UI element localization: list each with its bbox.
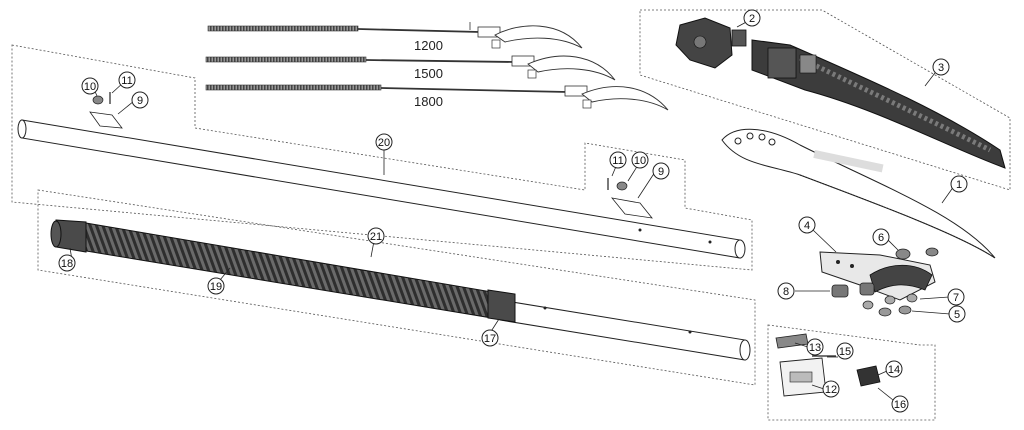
svg-text:14: 14 — [888, 364, 900, 376]
svg-text:3: 3 — [938, 62, 944, 74]
length-label-1500: 1500 — [414, 66, 443, 81]
svg-text:13: 13 — [809, 342, 821, 354]
callout-5: 5 — [948, 305, 966, 323]
svg-text:17: 17 — [484, 333, 496, 345]
callout-9-right: 9 — [652, 162, 670, 180]
callout-2: 2 — [743, 9, 761, 27]
callout-19: 19 — [207, 277, 225, 295]
callout-21: 21 — [367, 227, 385, 245]
end-cap-part-18 — [50, 219, 87, 253]
housing-part-12 — [779, 357, 827, 397]
svg-text:18: 18 — [61, 258, 73, 270]
callout-14: 14 — [885, 360, 903, 378]
screw-part-5 — [878, 305, 912, 317]
length-label-1200: 1200 — [414, 38, 443, 53]
svg-text:21: 21 — [370, 231, 382, 243]
callout-11-right: 11 — [609, 151, 627, 169]
callout-7: 7 — [947, 288, 965, 306]
svg-text:1: 1 — [956, 179, 962, 191]
nut-part-6 — [895, 247, 939, 260]
callout-8: 8 — [777, 282, 795, 300]
svg-text:6: 6 — [878, 232, 884, 244]
pole-variant-1500 — [205, 55, 616, 81]
callout-3: 3 — [932, 58, 950, 76]
grip-part-19 — [79, 221, 493, 319]
svg-text:19: 19 — [210, 281, 222, 293]
svg-text:10: 10 — [634, 155, 646, 167]
pole-variant-1800 — [205, 84, 669, 111]
saw-head-bracket-part-4 — [819, 251, 936, 301]
callout-10-right: 10 — [631, 151, 649, 169]
callout-20: 20 — [375, 133, 393, 151]
nut-part-10-right — [616, 181, 628, 191]
svg-text:4: 4 — [804, 220, 810, 232]
callout-15: 15 — [836, 342, 854, 360]
nut-part-10-left — [92, 95, 104, 105]
callout-18: 18 — [58, 254, 76, 272]
svg-text:8: 8 — [783, 286, 789, 298]
saw-blade-part-1 — [721, 128, 996, 259]
holster-clip-part-2 — [675, 17, 747, 69]
svg-text:20: 20 — [378, 137, 390, 149]
bracket-part-9-left — [89, 111, 123, 129]
callout-11-left: 11 — [118, 71, 136, 89]
callout-13: 13 — [806, 338, 824, 356]
lower-pole-part-21 — [499, 299, 751, 361]
svg-text:15: 15 — [839, 346, 851, 358]
svg-text:10: 10 — [84, 81, 96, 93]
group-boundary-head-parts — [767, 324, 936, 421]
svg-text:9: 9 — [658, 166, 664, 178]
sheath-part-3 — [751, 39, 1006, 169]
upper-pole-part-20 — [17, 119, 746, 259]
svg-text:11: 11 — [612, 155, 623, 167]
callout-10-left: 10 — [81, 77, 99, 95]
group-boundary-upper-pole — [11, 44, 753, 271]
svg-text:12: 12 — [825, 384, 837, 396]
callout-9-left: 9 — [131, 91, 149, 109]
svg-text:9: 9 — [137, 95, 143, 107]
leader-lines — [69, 18, 955, 401]
bracket-part-9-right — [611, 197, 653, 219]
svg-text:16: 16 — [894, 399, 906, 411]
svg-text:7: 7 — [953, 292, 959, 304]
svg-text:5: 5 — [954, 309, 960, 321]
svg-text:2: 2 — [749, 13, 755, 25]
callout-17: 17 — [481, 329, 499, 347]
knob-part-8 — [831, 282, 875, 298]
callout-12: 12 — [822, 380, 840, 398]
group-boundary-holster — [639, 9, 1011, 191]
washer-part-7 — [862, 293, 918, 310]
callout-1: 1 — [950, 175, 968, 193]
cap-part-14 — [856, 365, 881, 387]
callout-16: 16 — [891, 395, 909, 413]
length-label-1800: 1800 — [414, 94, 443, 109]
callout-6: 6 — [872, 228, 890, 246]
callout-4: 4 — [798, 216, 816, 234]
svg-text:11: 11 — [121, 75, 132, 87]
pole-variant-1200 — [207, 22, 583, 49]
collar-part-17 — [487, 289, 516, 323]
